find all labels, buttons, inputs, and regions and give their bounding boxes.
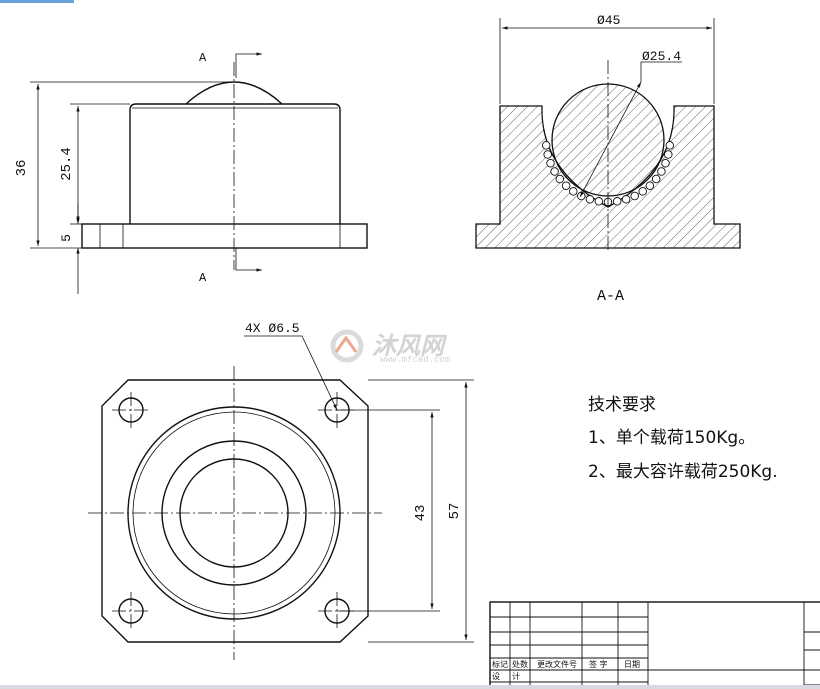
title-block-header-mark: 标记: [492, 659, 508, 669]
watermark-url: www.mfcad.com: [380, 355, 450, 365]
section-view: Ø45 Ø25.4 A-A: [475, 13, 741, 305]
dim-holes: 4X Ø6.5: [245, 321, 300, 336]
bearing-ball: [638, 187, 647, 196]
bearing-ball: [550, 167, 559, 176]
front-ball-dome: [185, 81, 283, 105]
bearing-ball: [645, 181, 655, 190]
tech-requirements: 技术要求 1、单个载荷150Kg。 2、最大容许载荷250Kg.: [588, 395, 778, 482]
bearing-ball: [661, 158, 670, 168]
title-block: 标记 处数 更改文件号 签 字 日期 设 计: [489, 601, 820, 689]
watermark: 沐风网 www.mfcad.com: [330, 329, 450, 365]
title-block-header-docno: 更改文件号: [537, 659, 577, 669]
bearing-ball: [651, 174, 661, 184]
bearing-ball: [561, 181, 571, 190]
bearing-ball: [569, 187, 578, 196]
bearing-ball: [630, 191, 639, 201]
bottom-strip: [0, 685, 820, 689]
title-block-header-count: 处数: [512, 659, 528, 669]
dim-hole-spacing: 43: [413, 505, 429, 522]
bearing-ball: [665, 141, 675, 150]
bearing-ball: [555, 174, 565, 184]
dim-outer-diameter: Ø45: [597, 13, 620, 28]
bearing-ball: [546, 158, 555, 168]
watermark-brand: 沐风网: [372, 332, 448, 360]
bearing-ball: [657, 167, 666, 176]
section-caption: A-A: [597, 288, 624, 305]
section-housing: [475, 105, 741, 249]
top-left-tab: [0, 0, 74, 3]
bearing-ball: [621, 195, 631, 204]
top-view: 4X Ø6.5 43 57: [88, 321, 474, 660]
bearing-ball: [543, 150, 552, 159]
dim-ball-diameter: Ø25.4: [642, 49, 681, 64]
front-body: [129, 103, 341, 224]
watermark-logo-icon: [330, 329, 364, 363]
bearing-ball: [541, 141, 551, 150]
title-block-header-sign: 签 字: [589, 659, 608, 669]
tech-requirement-1: 1、单个载荷150Kg。: [588, 428, 755, 448]
section-label-top: A: [199, 51, 207, 65]
front-view: A A 36 25.4 5: [14, 51, 368, 294]
dim-base-height: 5: [59, 234, 74, 242]
dim-overall-width: 57: [447, 503, 463, 520]
bearing-ball: [577, 191, 586, 201]
top-view-flange-outline: [101, 379, 369, 643]
title-block-design-2: 计: [512, 671, 520, 681]
bearing-ball: [664, 150, 673, 159]
bearing-ball: [612, 197, 622, 206]
front-base-flange: [81, 223, 368, 249]
bearing-ball: [594, 197, 604, 206]
bearing-ball: [585, 195, 595, 204]
section-label-bottom: A: [199, 271, 207, 285]
tech-requirement-2: 2、最大容许载荷250Kg.: [588, 462, 778, 482]
dim-total-height: 36: [14, 160, 30, 177]
dim-body-height: 25.4: [59, 147, 75, 181]
tech-requirements-title: 技术要求: [588, 395, 656, 415]
mounting-holes: [112, 392, 356, 630]
title-block-header-date: 日期: [624, 660, 640, 669]
title-block-design-1: 设: [492, 671, 500, 681]
